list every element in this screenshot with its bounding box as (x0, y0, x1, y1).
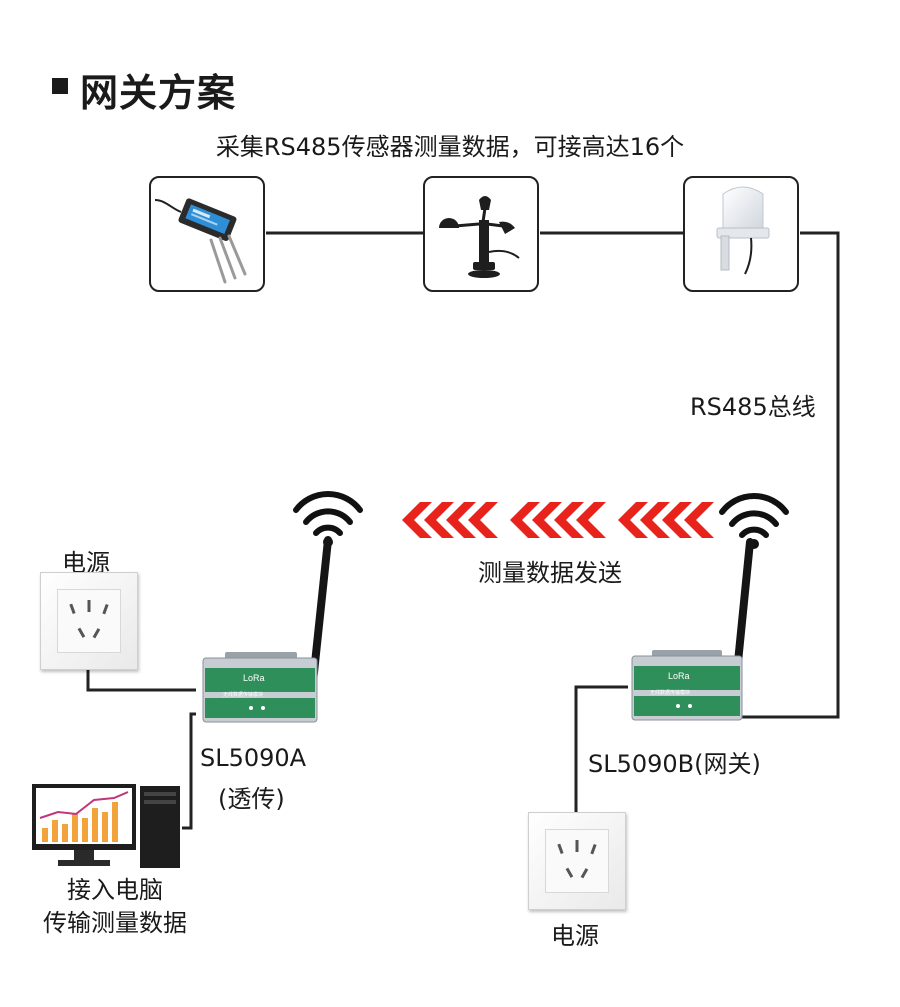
left-power-socket (40, 572, 138, 670)
soil-probe-icon (154, 198, 247, 284)
wire-left-power (86, 668, 196, 692)
chevron-arrow (532, 502, 562, 538)
module-brand-text: LoRa (243, 673, 265, 683)
computer-label-line1: 接入电脑 (67, 876, 163, 904)
right-lora-module: LoRa 无线数据传输模块 (631, 538, 754, 721)
socket-holes-icon (557, 840, 597, 879)
left-device-label: SL5090A (200, 744, 307, 772)
wireless-transmit-label: 测量数据发送 (478, 559, 622, 587)
left-device-role: (透传) (218, 785, 285, 813)
chevron-arrow (424, 502, 454, 538)
left-lora-module: LoRa 无线数据传输模块 (202, 536, 332, 723)
chevron-arrow (684, 502, 714, 538)
right-device-label: SL5090B(网关) (588, 750, 761, 778)
rs485-bus-label: RS485总线 (690, 393, 816, 421)
page-title: 网关方案 (80, 71, 237, 115)
chevron-arrow (576, 502, 606, 538)
anemometer-icon (439, 196, 520, 278)
module-model-text: 无线数据传输模块 (223, 691, 263, 698)
socket-faceplate (57, 589, 121, 653)
right-power-socket (528, 812, 626, 910)
soil-sensor-card (149, 176, 265, 292)
module-brand-text: LoRa (668, 671, 690, 681)
socket-holes-icon (69, 600, 109, 639)
socket-faceplate (545, 829, 609, 893)
wind-speed-sensor-card (423, 176, 539, 292)
computer-label-line2: 传输测量数据 (43, 909, 187, 937)
chevron-arrow (510, 502, 540, 538)
chevron-arrow (446, 502, 476, 538)
right-power-label: 电源 (551, 922, 599, 950)
wire-left-computer (182, 712, 196, 830)
rs485-bus-wire (735, 231, 840, 719)
wire-right-power (574, 685, 628, 813)
computer-icon (32, 784, 180, 868)
rain-snow-sensor-card (683, 176, 799, 292)
chevron-arrow (554, 502, 584, 538)
transmission-arrows-icon (402, 502, 714, 538)
chevron-arrow (640, 502, 670, 538)
dome-sensor-icon (716, 186, 770, 275)
chevron-arrow (402, 502, 432, 538)
subtitle: 采集RS485传感器测量数据，可接高达16个 (215, 133, 685, 161)
title-bullet (52, 78, 68, 94)
module-model-text: 无线数据传输模块 (650, 689, 690, 696)
chevron-arrow (618, 502, 648, 538)
chevron-arrow (468, 502, 498, 538)
chevron-arrow (662, 502, 692, 538)
